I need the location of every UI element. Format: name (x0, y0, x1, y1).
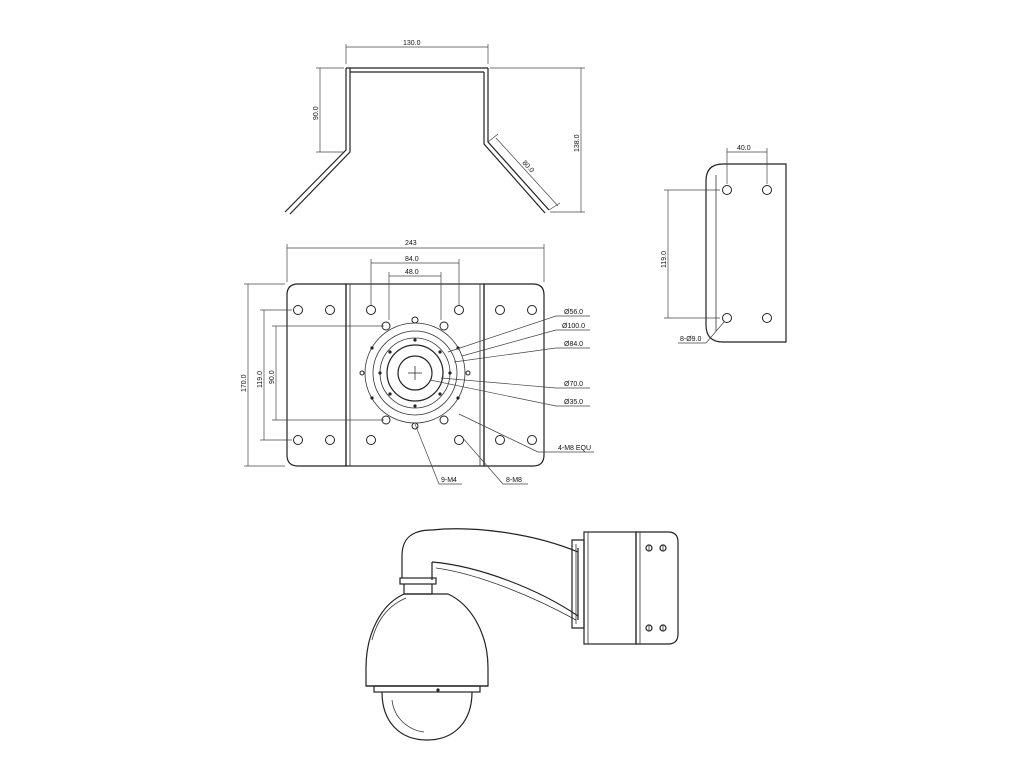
mounting-plate-side-view: 40.0 119.0 8-Ø9.0 (661, 145, 787, 344)
corner-bracket-side-view: 130.0 90.0 138.0 80.0 (284, 40, 585, 215)
dim-243: 243 (405, 240, 417, 247)
callout-d56: Ø56.0 (564, 309, 583, 316)
callout-8-m8: 8-M8 (506, 477, 522, 484)
callout-d35: Ø35.0 (564, 399, 583, 406)
dim-90-left: 90.0 (313, 106, 320, 120)
callout-4-m8-equ: 4-M8 EQU (558, 445, 591, 452)
callout-d100: Ø100.0 (562, 323, 585, 330)
dim-90-front: 90.0 (269, 370, 276, 384)
callout-8-d9: 8-Ø9.0 (680, 336, 702, 343)
dim-119-side: 119.0 (661, 251, 668, 268)
dim-130: 130.0 (403, 40, 421, 47)
mounting-plate-front-view: 243 84.0 48.0 170.0 119.0 90.0 Ø56.0 Ø10… (241, 240, 594, 485)
callout-9-m4: 9-M4 (441, 477, 457, 484)
dim-40: 40.0 (737, 145, 751, 152)
callout-d70: Ø70.0 (564, 381, 583, 388)
dim-138: 138.0 (574, 134, 581, 152)
callout-d84: Ø84.0 (564, 341, 583, 348)
dim-48: 48.0 (405, 269, 419, 276)
camera-assembly-view (365, 528, 679, 741)
dim-170: 170.0 (241, 374, 248, 392)
dim-119-front: 119.0 (257, 371, 264, 388)
dim-84: 84.0 (405, 256, 419, 263)
